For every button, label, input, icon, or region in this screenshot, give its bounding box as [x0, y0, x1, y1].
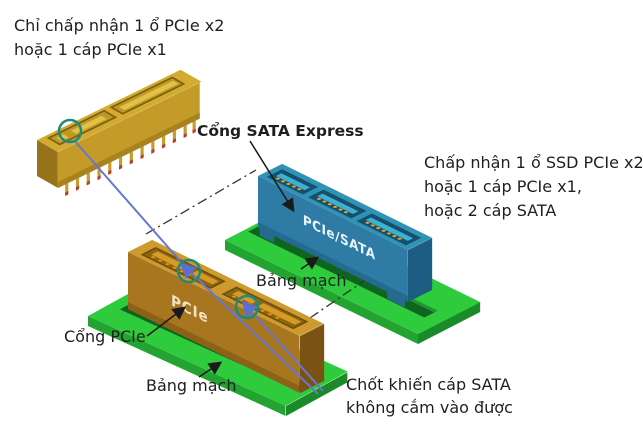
brown-slot-1-key-tab [190, 270, 219, 285]
cable-line-a-lower [179, 262, 319, 395]
blue-front-shade [258, 222, 408, 302]
board1-front-edge [88, 316, 286, 416]
highlight-circle-gold-key [57, 118, 83, 144]
note-latch: Chốt khiến cáp SATA không cắm vào được [346, 373, 513, 419]
gold-pins [65, 120, 196, 196]
blue-slot-1-tongue [275, 173, 310, 191]
note-right: Chấp nhận 1 ổ SSD PCIe x2, hoặc 1 cáp PC… [424, 151, 643, 223]
board-label-bottom: Bảng mạch [146, 376, 237, 395]
gold-slot-2-tongue [119, 80, 179, 111]
projection-line-left [145, 169, 257, 235]
sata-express-connector: PCIe/SATA [258, 163, 433, 308]
note-latch-line1: Chốt khiến cáp SATA [346, 375, 511, 394]
pcie-port-arrow [146, 306, 187, 337]
brown-right-end-face [300, 323, 325, 393]
blue-slot-3-tongue [365, 217, 414, 241]
note-latch-line2: không cắm vào được [346, 398, 513, 417]
brown-front-face [128, 252, 300, 393]
highlight-circle-pcie-key-1 [176, 258, 202, 284]
note-right-line3: hoặc 2 cáp SATA [424, 201, 557, 220]
brown-front-shade [128, 302, 300, 393]
gold-front-shade [58, 112, 200, 188]
board-right-arrow [300, 256, 320, 270]
pcie-port-label: Cổng PCIe [64, 327, 146, 346]
note-top-left-line1: Chỉ chấp nhận 1 ổ PCIe x2 [14, 16, 225, 35]
board2-front-edge [225, 240, 419, 345]
sata-express-port-label: Cổng SATA Express [197, 122, 364, 140]
cable-line-b [241, 300, 324, 392]
sata-express-arrow [249, 140, 295, 213]
brown-slot-2-tongue [257, 303, 302, 325]
blue-left-foot [259, 228, 275, 243]
blue-slot-2-tongue [317, 193, 359, 214]
board-label-right: Bảng mạch [256, 271, 347, 290]
board2-right-edge [418, 301, 481, 344]
note-right-line1: Chấp nhận 1 ổ SSD PCIe x2, [424, 153, 643, 172]
note-right-line2: hoặc 1 cáp PCIe x1, [424, 177, 582, 196]
highlight-circle-pcie-key-2 [234, 294, 260, 320]
board-bottom-arrow [198, 361, 223, 378]
cable-key-lines [73, 139, 324, 395]
gold-left-end-face [37, 140, 58, 188]
cable-line-a-upper [73, 139, 190, 272]
blue-right-end-face [408, 237, 433, 302]
board1-right-edge [286, 372, 348, 416]
blue-right-foot [387, 291, 406, 308]
blue-front-face [258, 176, 408, 302]
note-top-left-line2: hoặc 1 cáp PCIe x1 [14, 40, 167, 59]
gold-connector [37, 69, 202, 196]
note-top-left: Chỉ chấp nhận 1 ổ PCIe x2 hoặc 1 cáp PCI… [14, 14, 224, 62]
